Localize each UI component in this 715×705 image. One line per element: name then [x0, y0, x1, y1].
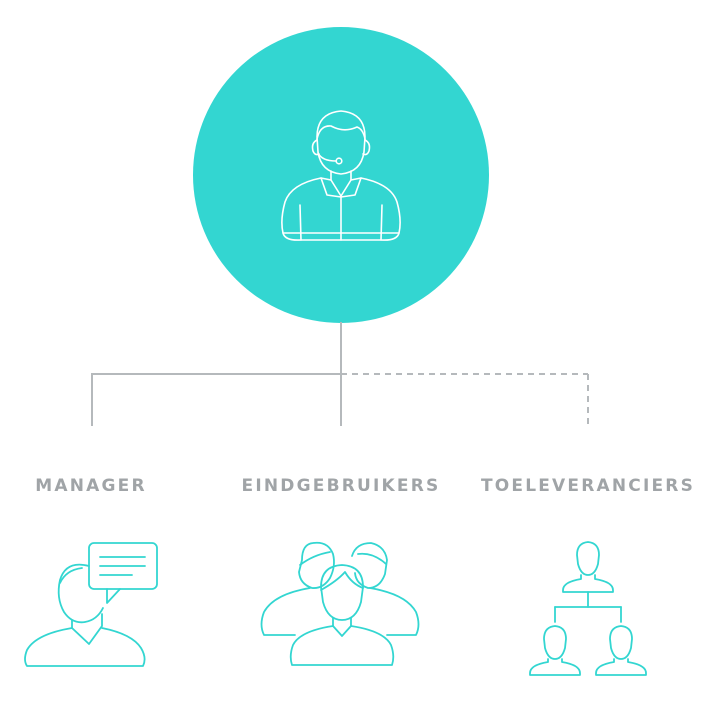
group-users-icon [260, 541, 420, 666]
branch-label-manager: MANAGER [35, 476, 147, 496]
manager-chat-icon [24, 542, 158, 667]
branch-label-toeleveranciers: TOELEVERANCIERS [480, 476, 696, 496]
org-hierarchy-icon [529, 541, 647, 676]
customer-support-headset-icon [281, 110, 401, 241]
branch-label-eindgebruikers: EINDGEBRUIKERS [241, 476, 441, 496]
central-node-circle [193, 27, 489, 323]
connector-lines [91, 322, 589, 426]
